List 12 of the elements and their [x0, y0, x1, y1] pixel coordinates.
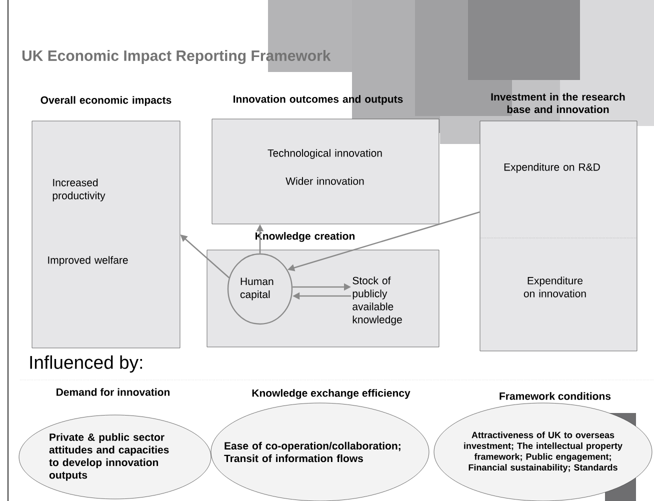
- node-label: Knowledge exchange efficiency: [252, 389, 410, 399]
- node-label: Demand for innovation: [56, 388, 170, 396]
- impact-box: Overall economic impacts Increased productivity Improved welfare: [32, 96, 180, 348]
- node-label: Knowledge creation: [256, 232, 355, 242]
- node-label: Overall economic impacts: [40, 96, 172, 106]
- outcomes-box: Innovation outcomes and outputs Technological innovation Wider innovation: [212, 95, 440, 224]
- node-label: Framework conditions: [500, 392, 611, 400]
- investment-box: Investment in the research base and innovation Expenditure on R&D Expenditure on innovation: [480, 92, 638, 352]
- node-label: Investment in the research base and innovation: [491, 92, 625, 114]
- section-heading: Influenced by:: [30, 355, 142, 373]
- node-label: Innovation outcomes and outputs: [234, 95, 403, 105]
- stock-text: Stock of publicly available knowledge: [352, 276, 402, 326]
